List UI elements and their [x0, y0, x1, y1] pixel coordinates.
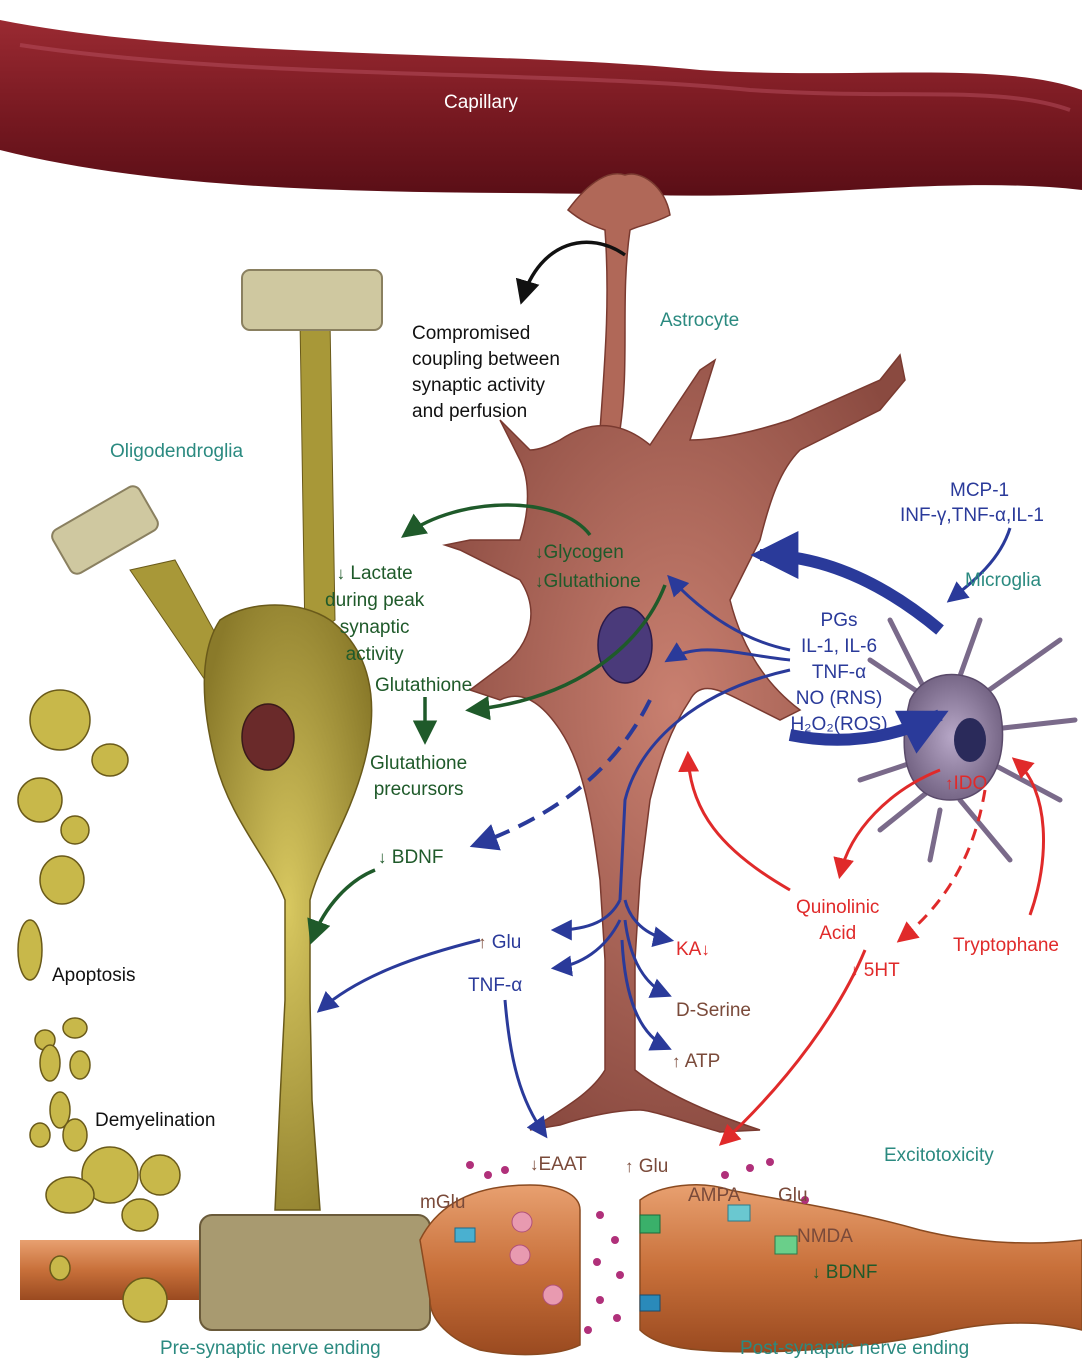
- label-mcp-1: MCP-1: [950, 478, 1009, 504]
- label-apoptosis: Apoptosis: [52, 963, 135, 989]
- down-arrow-icon: ↓: [337, 564, 346, 583]
- label-inf-tnf-il: INF-γ,TNF-α,IL-1: [900, 503, 1044, 529]
- down-arrow-icon: ↓: [535, 572, 544, 591]
- down-arrow-icon: ↓: [850, 961, 859, 980]
- blue-arrow-glu-to-oligo: [320, 940, 480, 1010]
- label-inflammatory-mediators: PGs IL-1, IL-6 TNF-α NO (RNS) H₂O₂(ROS): [784, 608, 894, 738]
- label-glu-post: Glu: [778, 1183, 808, 1209]
- down-arrow-icon: ↓: [812, 1263, 821, 1282]
- label-ampa: AMPA: [688, 1183, 740, 1209]
- label-ido: ↑IDO: [945, 771, 987, 797]
- down-arrow-icon: ↓: [701, 940, 710, 959]
- label-bdnf-post: ↓ BDNF: [812, 1260, 878, 1286]
- oligodendroglia-myelin-left: [49, 483, 161, 576]
- label-bdnf-left: ↓ BDNF: [378, 845, 444, 871]
- label-nmda: NMDA: [797, 1224, 853, 1250]
- label-excitotoxicity: Excitotoxicity: [884, 1143, 994, 1169]
- label-post-synaptic: Post-synaptic nerve ending: [740, 1336, 969, 1362]
- label-compromised-coupling: Compromised coupling between synaptic ac…: [412, 321, 560, 425]
- label-astrocyte: Astrocyte: [660, 308, 739, 334]
- red-arrow-quinolinic-to-astrocyte: [688, 755, 790, 890]
- label-pre-synaptic: Pre-synaptic nerve ending: [160, 1336, 381, 1362]
- blue-arrow-tnf-to-eaat: [505, 1000, 545, 1135]
- myelin-sheath-bottom: [200, 1215, 430, 1330]
- up-arrow-icon: ↑: [945, 774, 954, 793]
- up-arrow-icon: ↑: [478, 933, 487, 952]
- green-arrow-bdnf-oligo: [312, 870, 375, 940]
- debris-cells: [18, 690, 180, 1322]
- label-d-serine: D-Serine: [676, 998, 751, 1024]
- label-microglia: Microglia: [965, 568, 1041, 594]
- oligodendroglia-myelin-top: [242, 270, 382, 330]
- down-arrow-icon: ↓: [378, 848, 387, 867]
- microglia-nucleus: [954, 718, 986, 762]
- up-arrow-icon: ↑: [625, 1157, 634, 1176]
- label-glutathione: Glutathione: [375, 673, 472, 699]
- capillary-vessel: [0, 20, 1082, 196]
- oligodendroglia-nucleus: [242, 704, 294, 770]
- label-glu-mid: ↑ Glu: [478, 930, 521, 956]
- label-glycogen: ↓Glycogen: [535, 540, 624, 566]
- label-lactate: ↓ Lactate during peak synaptic activity: [325, 560, 424, 668]
- down-arrow-icon: ↓: [535, 543, 544, 562]
- label-capillary: Capillary: [444, 90, 518, 116]
- label-5ht: ↓ 5HT: [850, 958, 900, 984]
- label-oligodendroglia: Oligodendroglia: [110, 439, 243, 465]
- label-eaat: ↓EAAT: [530, 1152, 587, 1178]
- label-ka: KA↓: [676, 937, 710, 963]
- astrocyte-endfoot: [568, 174, 670, 430]
- up-arrow-icon: ↑: [672, 1052, 681, 1071]
- label-tryptophane: Tryptophane: [953, 933, 1059, 959]
- down-arrow-icon: ↓: [530, 1155, 539, 1174]
- red-arrow-quinolinic-to-post: [722, 950, 865, 1143]
- label-glutathione-astrocyte: ↓Glutathione: [535, 569, 641, 595]
- label-tnf-mid: TNF-α: [468, 973, 522, 999]
- label-quinolinic-acid: Quinolinic Acid: [796, 895, 879, 947]
- label-demyelination: Demyelination: [95, 1108, 215, 1134]
- oligodendroglia-body: [204, 605, 371, 1210]
- label-mglu: mGlu: [420, 1190, 465, 1216]
- label-atp: ↑ ATP: [672, 1049, 720, 1075]
- label-glutathione-precursors: Glutathione precursors: [370, 751, 467, 803]
- label-glu-cleft: ↑ Glu: [625, 1154, 668, 1180]
